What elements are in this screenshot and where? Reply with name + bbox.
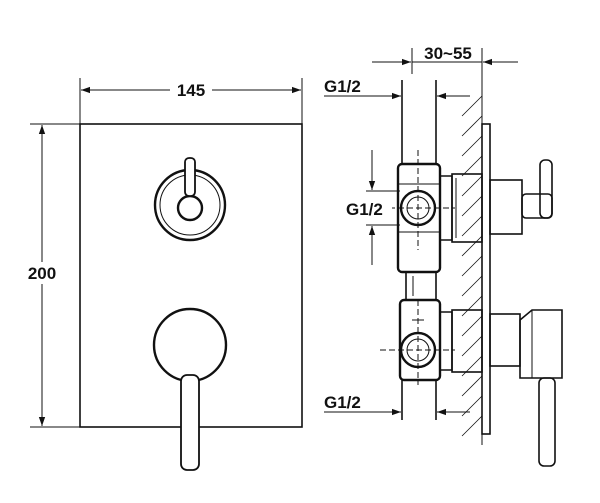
mixer-lever-side xyxy=(519,309,563,467)
wall-hatching xyxy=(461,80,483,445)
front-view: 145 200 xyxy=(24,78,303,471)
width-dimension-label: 145 xyxy=(177,81,205,100)
width-dimension: 145 xyxy=(79,78,303,124)
bottom-outlet-pipe xyxy=(401,380,437,420)
middle-inlet-dimension: G1/2 xyxy=(336,150,400,265)
top-inlet-label: G1/2 xyxy=(324,77,361,96)
top-inlet-dimension: G1/2 xyxy=(324,77,470,100)
diverter-handle-side xyxy=(521,159,553,219)
wall-depth-label: 30~55 xyxy=(424,44,472,63)
height-dimension: 200 xyxy=(24,123,80,428)
diverter-knob xyxy=(153,157,227,242)
center-lines xyxy=(380,150,455,385)
upper-valve-body xyxy=(396,162,523,274)
mixer-lever xyxy=(152,307,228,471)
side-view: 30~55 G1/2 G1/2 G1/2 xyxy=(324,44,563,467)
top-inlet-pipe xyxy=(401,80,437,164)
connecting-neck xyxy=(405,271,437,301)
height-dimension-label: 200 xyxy=(28,264,56,283)
bottom-outlet-label: G1/2 xyxy=(324,393,361,412)
wall-plate xyxy=(481,123,491,435)
middle-inlet-label: G1/2 xyxy=(346,200,383,219)
wall-depth-dimension: 30~55 xyxy=(372,44,518,82)
bottom-outlet-dimension: G1/2 xyxy=(324,393,470,416)
